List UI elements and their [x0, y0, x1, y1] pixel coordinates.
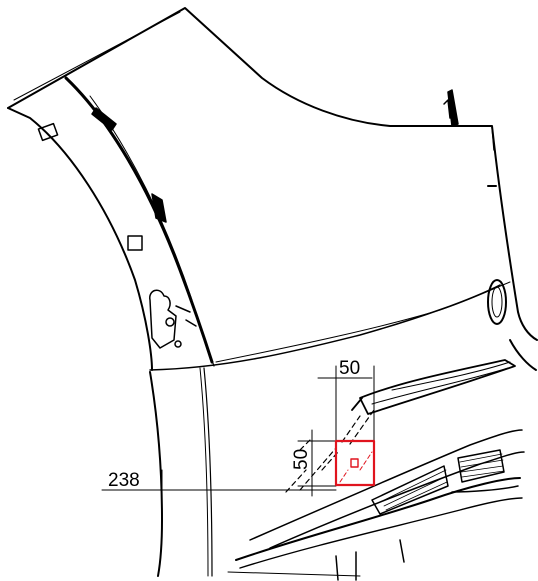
- hatch-pattern: [285, 409, 375, 493]
- lower-grille: [249, 429, 525, 549]
- antenna-clip: [443, 89, 459, 127]
- offset-dimension-label: 238: [108, 470, 140, 491]
- mounting-clips: [37, 107, 197, 349]
- bumper-body: [149, 339, 537, 581]
- target-marker: [350, 458, 359, 468]
- quarter-panel: [7, 7, 538, 371]
- target-box: [334, 439, 376, 487]
- width-dimension-label: 50: [339, 358, 360, 379]
- round-cap: [487, 279, 507, 325]
- reflector-strip: [351, 359, 516, 415]
- target-area: [334, 439, 376, 487]
- dimension-lines: [101, 365, 375, 501]
- height-dimension-label: 50: [291, 449, 312, 470]
